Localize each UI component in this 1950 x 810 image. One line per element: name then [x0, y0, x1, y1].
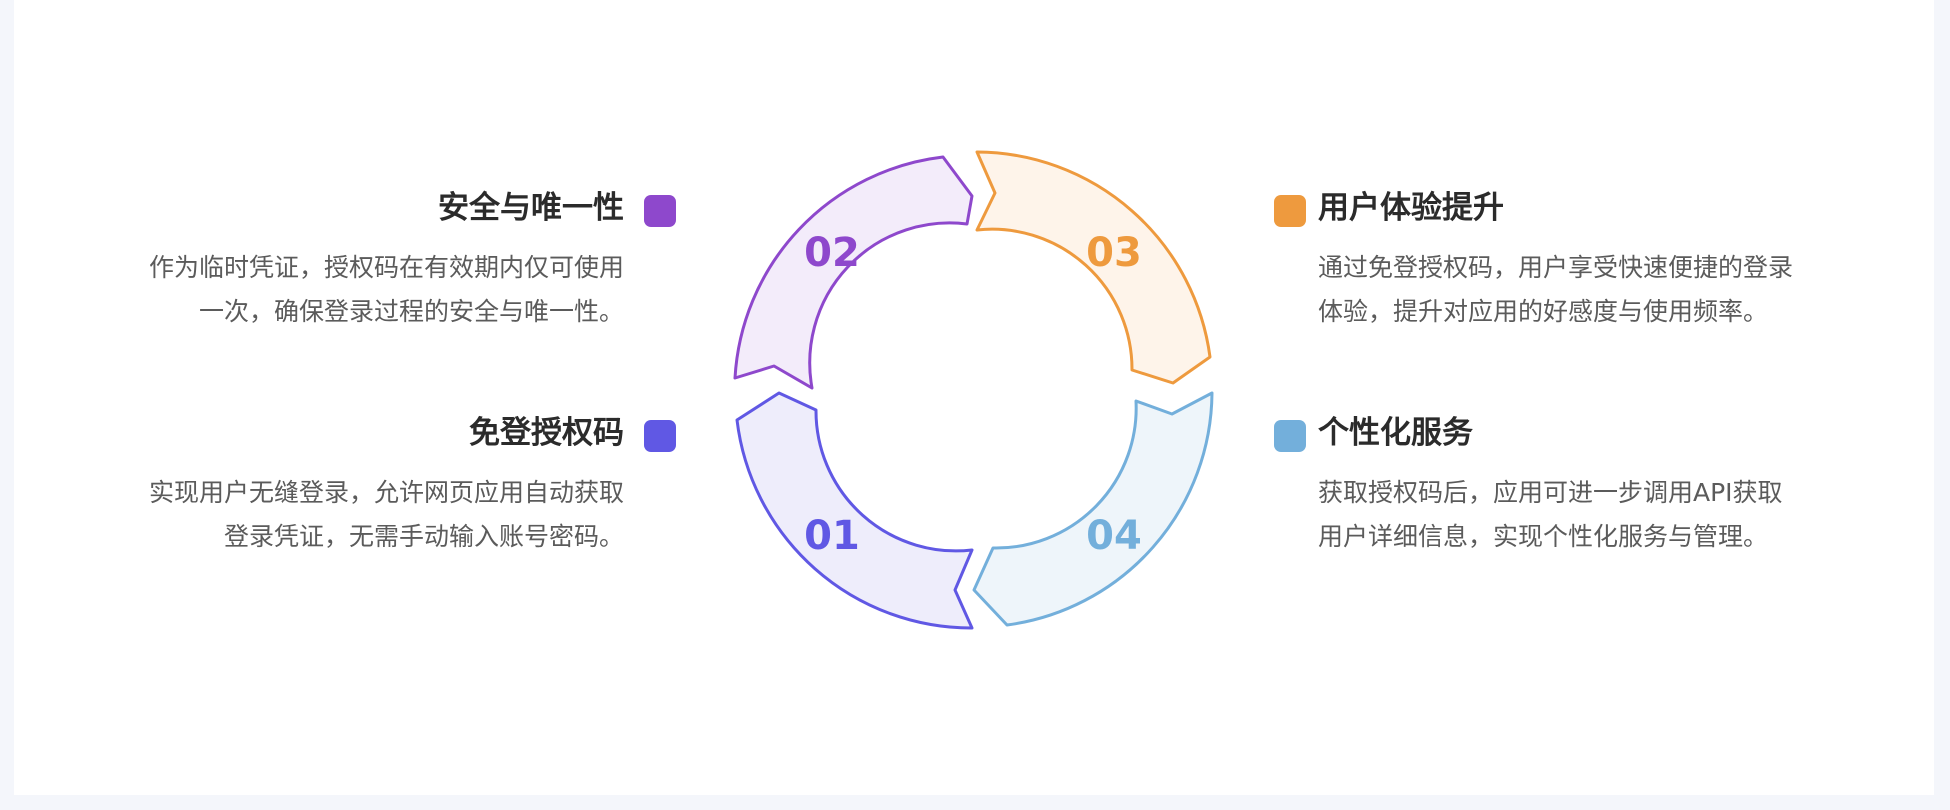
item-title: 安全与唯一性	[438, 190, 624, 226]
segment-04-arc	[972, 391, 1214, 627]
color-marker	[1274, 420, 1306, 452]
item-description: 作为临时凭证，授权码在有效期内仅可使用一次，确保登录过程的安全与唯一性。	[148, 253, 624, 326]
segment-01-number: 01	[804, 513, 860, 559]
item-user-experience: 用户体验提升 通过免登授权码，用户享受快速便捷的登录体验，提升对应用的好感度与使…	[1274, 186, 1834, 386]
segment-01-arc	[735, 391, 974, 630]
segment-04: 04	[972, 391, 1214, 627]
color-marker	[1274, 195, 1306, 227]
item-security-uniqueness: 安全与唯一性 作为临时凭证，授权码在有效期内仅可使用一次，确保登录过程的安全与唯…	[149, 186, 676, 386]
item-title: 用户体验提升	[1318, 190, 1504, 226]
item-description: 实现用户无缝登录，允许网页应用自动获取登录凭证，无需手动输入账号密码。	[148, 478, 624, 551]
segment-02: 02	[733, 155, 974, 390]
diagram-card	[14, 0, 1934, 795]
segment-03: 03	[975, 150, 1212, 385]
segment-03-arc	[975, 150, 1212, 385]
segment-04-number: 04	[1086, 513, 1142, 559]
item-title: 免登授权码	[469, 415, 624, 451]
item-title: 个性化服务	[1318, 415, 1473, 451]
segment-02-number: 02	[804, 230, 860, 276]
item-personalized-service: 个性化服务 获取授权码后，应用可进一步调用API获取用户详细信息，实现个性化服务…	[1274, 411, 1834, 611]
color-marker	[644, 420, 676, 452]
segment-03-number: 03	[1086, 230, 1142, 276]
item-description: 获取授权码后，应用可进一步调用API获取用户详细信息，实现个性化服务与管理。	[1318, 478, 1783, 551]
segment-02-arc	[733, 155, 974, 390]
item-login-auth-code: 免登授权码 实现用户无缝登录，允许网页应用自动获取登录凭证，无需手动输入账号密码…	[149, 411, 676, 611]
color-marker	[644, 195, 676, 227]
item-description: 通过免登授权码，用户享受快速便捷的登录体验，提升对应用的好感度与使用频率。	[1318, 253, 1794, 326]
segment-01: 01	[735, 391, 974, 630]
